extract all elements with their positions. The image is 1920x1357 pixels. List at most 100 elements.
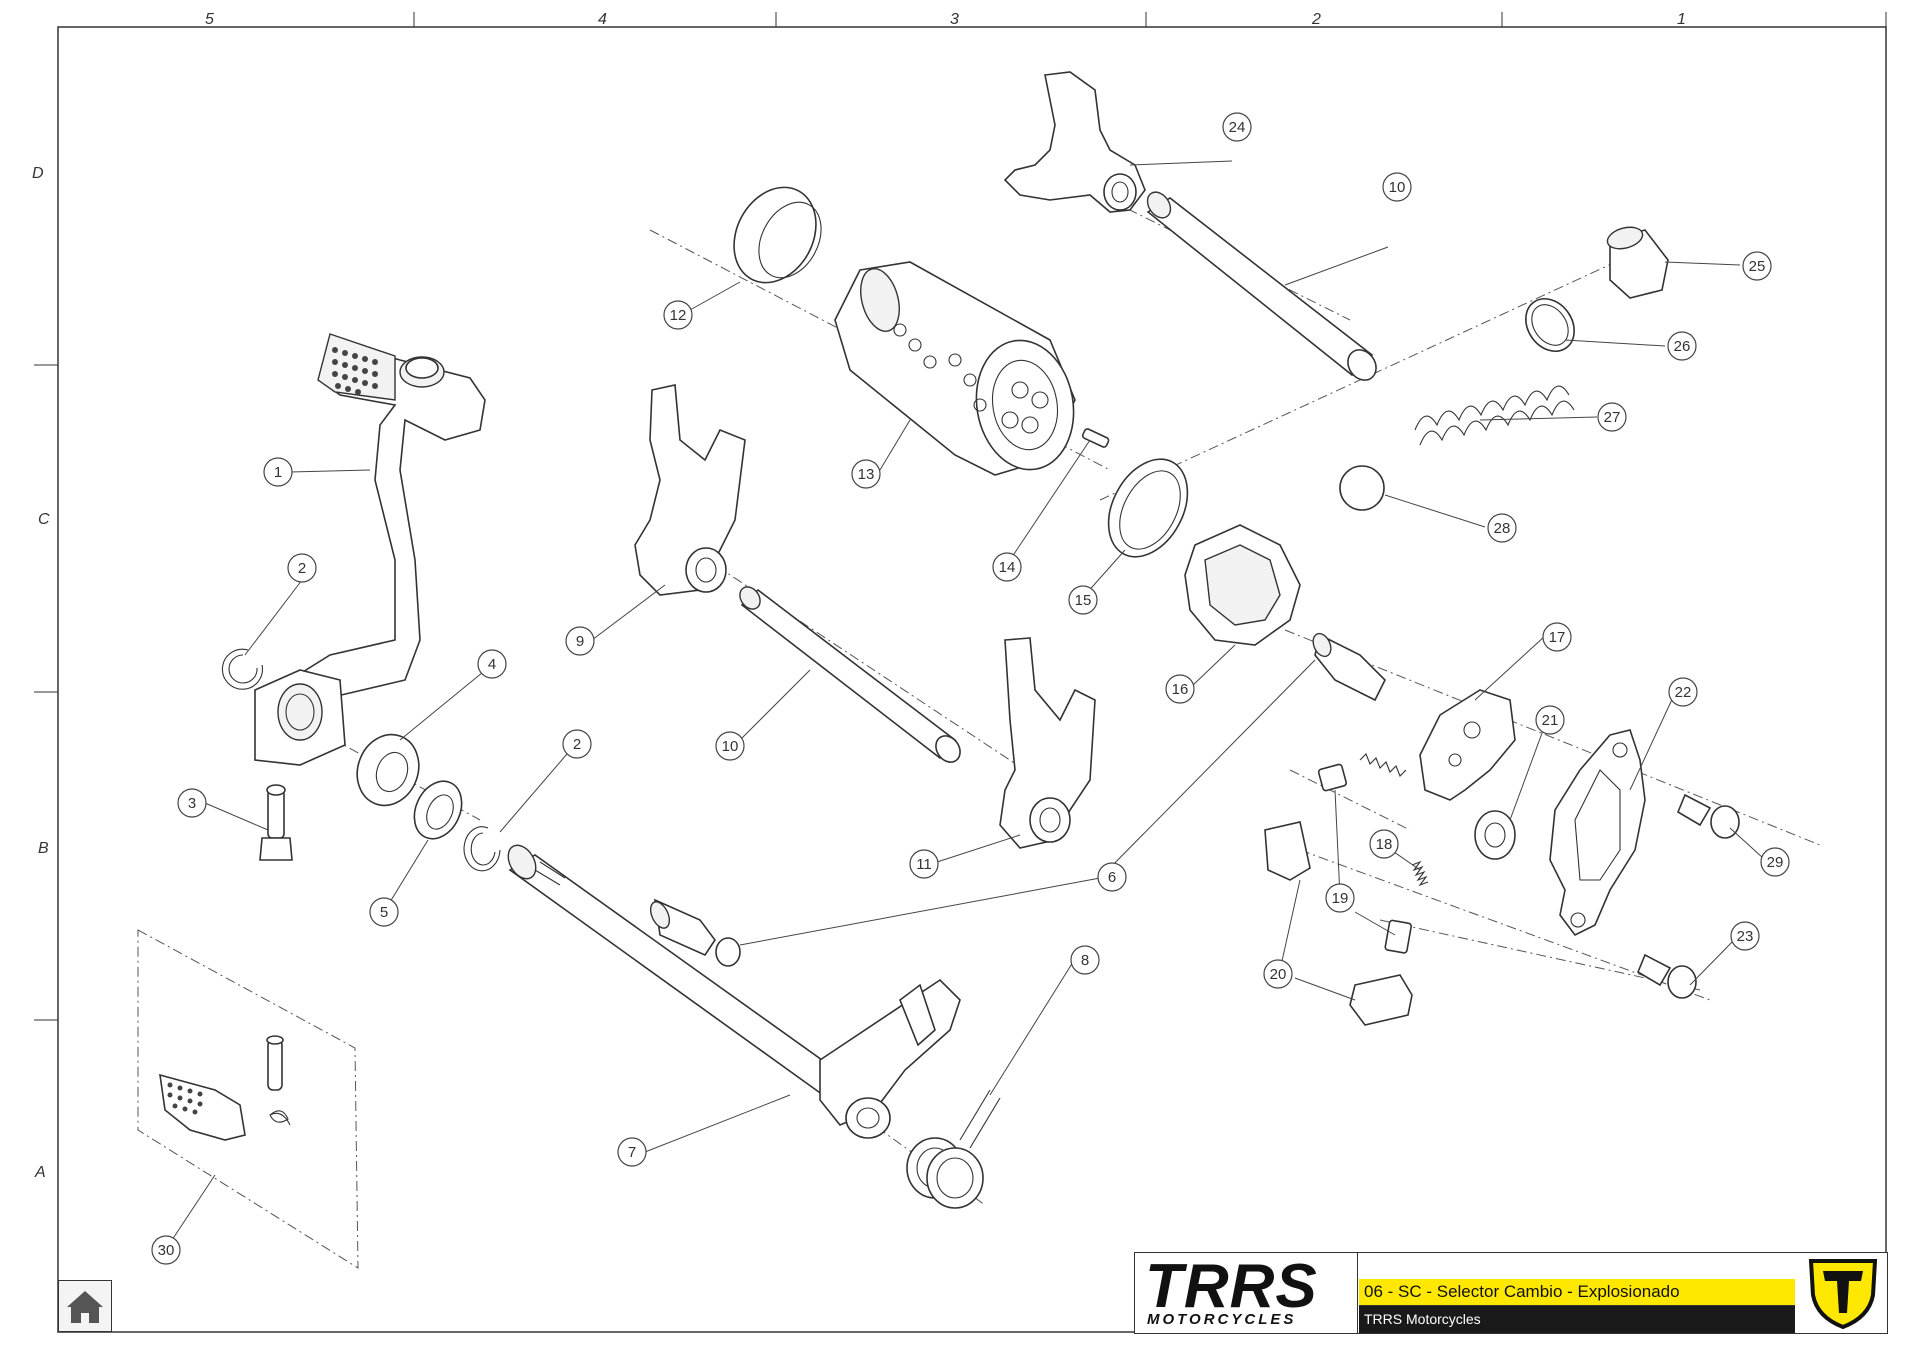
part-seal-ring <box>1107 458 1189 558</box>
part-pin-upper <box>1312 632 1386 702</box>
callout-3: 3 <box>177 788 207 818</box>
part-footpeg-detail <box>137 929 359 1269</box>
callout-label: 15 <box>1075 592 1092 609</box>
part-plunger-lower <box>1384 919 1412 954</box>
callout-7: 7 <box>617 1137 647 1167</box>
callout-26: 26 <box>1667 331 1697 361</box>
part-selector-shaft <box>507 844 961 1139</box>
callout-label: 28 <box>1494 520 1511 537</box>
callout-label: 11 <box>916 856 932 873</box>
callout-21: 21 <box>1535 705 1565 735</box>
callout-label: 10 <box>722 738 739 755</box>
callout-label: 26 <box>1674 338 1691 355</box>
callout-label: 16 <box>1172 681 1189 698</box>
callout-label: 25 <box>1749 258 1766 275</box>
part-detent-ball <box>1339 465 1385 511</box>
callout-label: 20 <box>1270 966 1287 983</box>
callout-label: 8 <box>1081 952 1089 969</box>
part-screw-lower <box>1636 953 1697 999</box>
part-plunger-upper <box>1317 763 1348 792</box>
part-circlip-upper <box>221 648 263 690</box>
drawing-title: 06 - SC - Selector Cambio - Explosionado <box>1364 1282 1680 1301</box>
leader-lines <box>169 160 1764 1244</box>
callout-label: 18 <box>1376 836 1393 853</box>
callout-19: 19 <box>1325 883 1355 913</box>
callout-28: 28 <box>1487 513 1517 543</box>
part-pivot-bolt <box>259 784 293 861</box>
callout-5: 5 <box>369 897 399 927</box>
callout-22: 22 <box>1668 677 1698 707</box>
callout-6: 6 <box>1097 862 1127 892</box>
callout-label: 14 <box>999 559 1016 576</box>
drawing-title-row: 06 - SC - Selector Cambio - Explosionado <box>1359 1279 1795 1306</box>
callout-4: 4 <box>477 649 507 679</box>
part-star-cam <box>1184 524 1301 646</box>
part-gear-lever <box>254 333 486 766</box>
zone-row-d: D <box>32 165 44 182</box>
callout-10b: 10 <box>1382 172 1412 202</box>
callout-label: 7 <box>628 1144 636 1161</box>
callout-label: 5 <box>380 904 388 921</box>
home-button[interactable] <box>58 1280 112 1332</box>
callout-label: 23 <box>1737 928 1754 945</box>
part-pin-lower <box>649 898 741 967</box>
frame-ticks <box>34 12 1887 1021</box>
callout-27: 27 <box>1597 402 1627 432</box>
part-fork-top <box>1003 71 1146 213</box>
title-block: TRRS MOTORCYCLES 06 - SC - Selector Camb… <box>1134 1252 1888 1334</box>
callout-2a: 2 <box>287 553 317 583</box>
callout-label: 19 <box>1332 890 1349 907</box>
callout-11: 11 <box>909 849 939 879</box>
zone-row-a: A <box>34 1164 46 1181</box>
callout-label: 9 <box>576 633 584 650</box>
company-name: TRRS Motorcycles <box>1364 1311 1481 1327</box>
trrs-shield-icon <box>1808 1259 1878 1330</box>
callout-24: 24 <box>1222 112 1252 142</box>
callout-label: 21 <box>1542 712 1559 729</box>
callout-8: 8 <box>1070 945 1100 975</box>
callout-2b: 2 <box>562 729 592 759</box>
callout-label: 22 <box>1675 684 1692 701</box>
part-circlip-lower <box>463 826 501 872</box>
callout-label: 12 <box>670 307 687 324</box>
callout-bubbles: 1 2 3 4 5 2 6 7 8 9 10 11 12 13 14 15 16… <box>151 112 1790 1265</box>
part-compression-spring <box>1414 385 1575 446</box>
callout-13: 13 <box>851 459 881 489</box>
callout-25: 25 <box>1742 251 1772 281</box>
callout-18: 18 <box>1369 829 1399 859</box>
callout-17: 17 <box>1542 622 1572 652</box>
zone-col-1: 1 <box>1677 11 1686 28</box>
callout-20: 20 <box>1263 959 1293 989</box>
zone-col-2: 2 <box>1311 11 1321 28</box>
part-fork-left <box>634 384 746 596</box>
part-dowel-pin <box>1081 428 1110 448</box>
part-rail-upper <box>1146 191 1377 381</box>
callout-label: 1 <box>274 464 282 481</box>
callout-label: 4 <box>488 656 496 673</box>
callout-label: 29 <box>1767 854 1784 871</box>
part-pad-upper <box>1264 821 1311 881</box>
callout-label: 6 <box>1108 869 1116 886</box>
callout-label: 13 <box>858 466 875 483</box>
part-return-spring <box>906 1089 1001 1209</box>
callout-16: 16 <box>1165 674 1195 704</box>
callout-23: 23 <box>1730 921 1760 951</box>
home-icon <box>67 1291 103 1323</box>
callout-label: 2 <box>298 560 306 577</box>
zone-col-5: 5 <box>205 11 214 28</box>
part-screw-upper <box>1676 793 1740 839</box>
zone-col-4: 4 <box>598 11 607 28</box>
brand-logo: TRRS MOTORCYCLES <box>1135 1253 1358 1333</box>
part-bearing <box>356 733 420 807</box>
logo-subtitle: MOTORCYCLES <box>1147 1311 1297 1328</box>
drawing-frame <box>57 26 1887 1333</box>
callout-label: 24 <box>1229 119 1246 136</box>
zone-col-3: 3 <box>950 11 959 28</box>
part-bushing <box>1474 810 1516 860</box>
part-fork-right <box>999 637 1096 849</box>
zone-row-b: B <box>38 840 49 857</box>
part-plug <box>1606 226 1669 299</box>
callout-30: 30 <box>151 1235 181 1265</box>
company-row: TRRS Motorcycles <box>1359 1306 1795 1333</box>
